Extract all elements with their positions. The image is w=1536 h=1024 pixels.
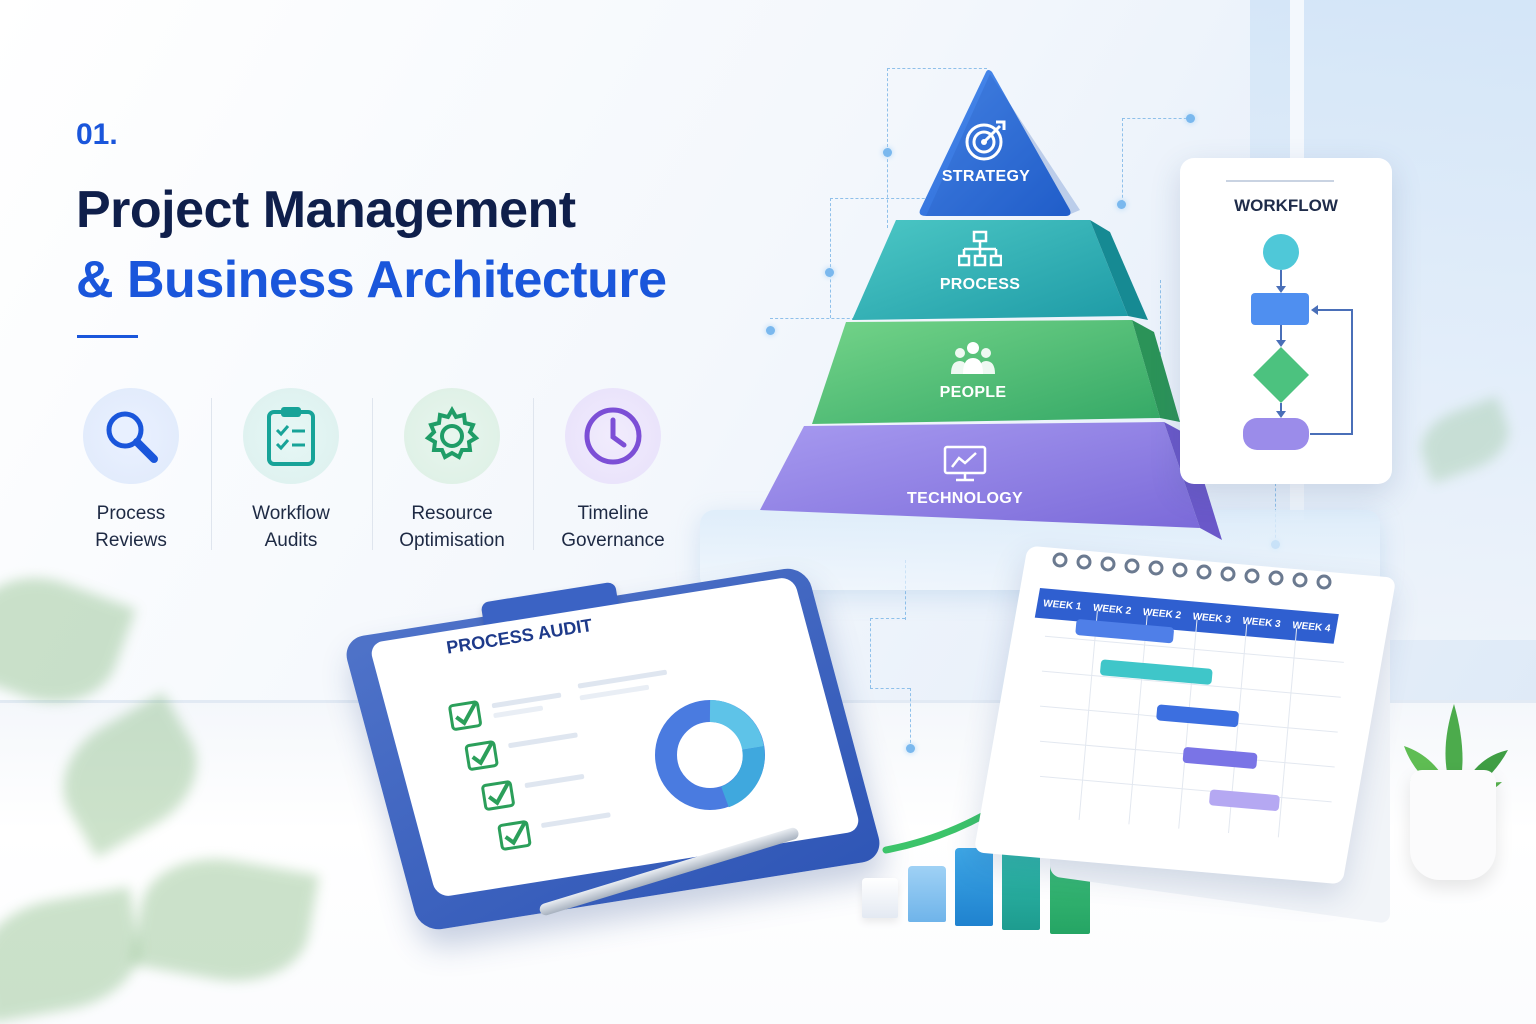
connector-line (1160, 280, 1161, 360)
connector-node (1117, 200, 1126, 209)
section-number: 01. (76, 118, 118, 151)
checkbox-checked (448, 692, 562, 731)
tier-label: STRATEGY (941, 168, 1031, 185)
growth-bar (955, 848, 993, 926)
feature-label-line2: Reviews (95, 530, 167, 551)
calendar-rings (1052, 552, 1332, 590)
growth-bar (908, 866, 946, 922)
connector-node (906, 744, 915, 753)
growth-bar (862, 878, 898, 918)
tier-process: PROCESS (920, 230, 1040, 294)
tier-strategy: STRATEGY (926, 118, 1046, 186)
hierarchy-icon (958, 230, 1002, 267)
gear-icon (404, 388, 500, 484)
workflow-start-node (1263, 234, 1299, 270)
connector-node (1186, 114, 1195, 123)
feature-label-line1: Timeline (577, 503, 649, 524)
workflow-process-node (1251, 293, 1309, 325)
magnifier-icon (83, 388, 179, 484)
page-title-line2: & Business Architecture (76, 251, 667, 309)
feature-label-line2: Governance (561, 530, 665, 551)
plant-pot (1410, 770, 1496, 880)
checkbox-checked (497, 812, 611, 851)
donut-chart (655, 700, 765, 810)
tier-people: PEOPLE (913, 338, 1033, 402)
feature-divider (533, 398, 534, 550)
tier-label: PROCESS (939, 276, 1021, 293)
monitor-chart-icon (943, 445, 987, 482)
title-underline (77, 335, 138, 338)
tier-technology: TECHNOLOGY (900, 444, 1030, 508)
tier-label: TECHNOLOGY (907, 490, 1023, 507)
workflow-diagram (1243, 234, 1353, 450)
gantt-bar (1209, 789, 1280, 811)
pyramid-tier-technology (760, 422, 1200, 528)
feature-divider (372, 398, 373, 550)
connector-line (870, 618, 905, 619)
gantt-bar (1156, 704, 1239, 728)
connector-node (825, 268, 834, 277)
gantt-bar (1182, 747, 1258, 769)
feature-divider (211, 398, 212, 550)
checkbox-checked (464, 732, 578, 771)
feature-label-line2: Optimisation (399, 530, 505, 551)
pyramid-tier-process (852, 220, 1128, 320)
connector-line (870, 618, 871, 688)
clipboard-checklist-icon (243, 388, 339, 484)
gantt-bar (1100, 659, 1213, 685)
gantt-bar (1075, 619, 1174, 644)
tier-label: PEOPLE (939, 384, 1007, 401)
target-icon (965, 120, 1006, 161)
page-title-line1: Project Management (76, 181, 576, 239)
connector-line (1122, 118, 1192, 119)
feature-label-line1: Resource (411, 503, 493, 524)
calendar-gantt (1040, 552, 1344, 838)
clock-icon (565, 388, 661, 484)
connector-line (870, 688, 910, 689)
connector-line (905, 560, 906, 620)
connector-node (766, 326, 775, 335)
workflow-decision-node (1253, 347, 1309, 403)
workflow-card-title: WORKFLOW (1234, 196, 1338, 215)
feature-label-line2: Audits (264, 530, 318, 551)
blurred-plant-leaf (0, 557, 136, 723)
connector-line (770, 318, 860, 319)
audit-checklist (448, 669, 765, 851)
workflow-card-rule (1226, 180, 1334, 182)
workflow-end-node (1243, 418, 1309, 450)
people-icon (951, 342, 995, 374)
checkbox-checked (481, 774, 585, 811)
connector-line (910, 688, 911, 748)
connector-line (1122, 118, 1123, 208)
connector-line (830, 198, 831, 318)
connector-node (883, 148, 892, 157)
feature-label-line1: Workflow (252, 503, 330, 524)
feature-label-line1: Process (96, 503, 166, 524)
connector-line (887, 68, 987, 69)
connector-line (830, 198, 940, 199)
